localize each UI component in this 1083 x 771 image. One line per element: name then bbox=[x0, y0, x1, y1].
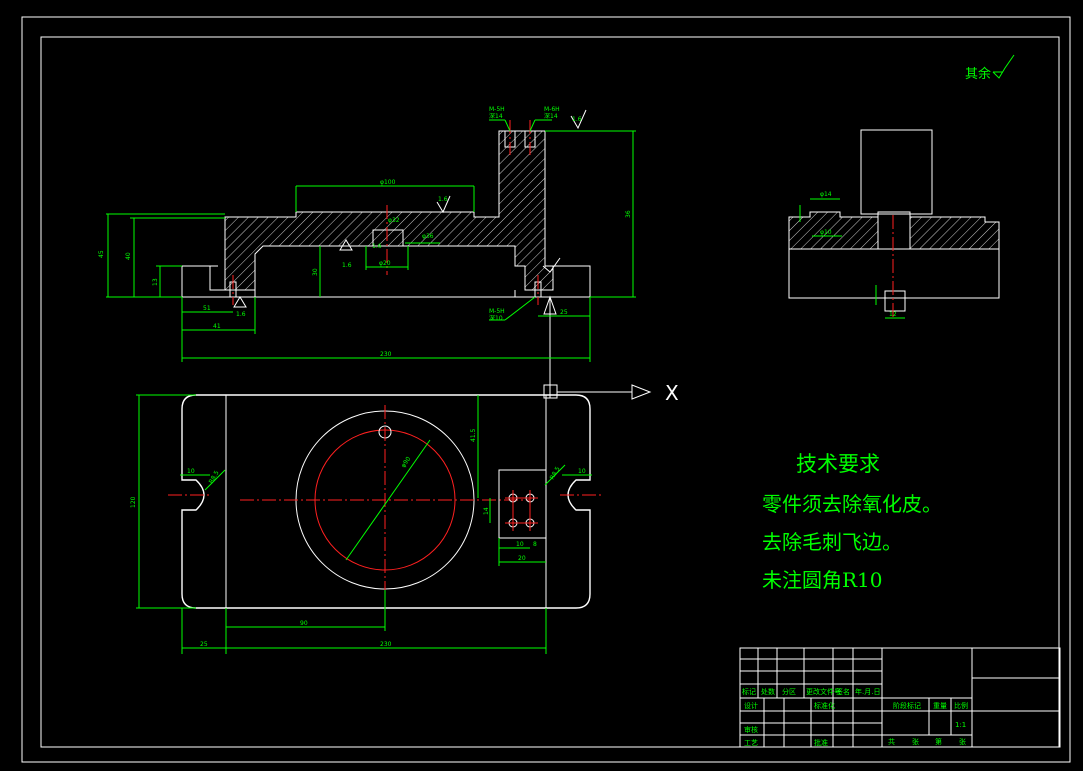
plan-slot-left: 10 bbox=[187, 468, 195, 475]
tb-review: 审核 bbox=[744, 725, 758, 734]
front-section-hatch bbox=[224, 130, 554, 291]
plan-left-25: 25 bbox=[200, 641, 208, 648]
tb-sheet-total: 共 bbox=[888, 737, 895, 746]
tb-stage: 阶段标记 bbox=[893, 701, 921, 710]
dim-height-total: 45 bbox=[98, 250, 105, 258]
tb-r1-c4: 更改文件号 bbox=[806, 687, 841, 696]
dim-right-height: 36 bbox=[625, 210, 632, 218]
dim-height-foot: 13 bbox=[152, 278, 159, 286]
plan-overall: 230 bbox=[380, 641, 392, 648]
tb-scale-value: 1:1 bbox=[955, 721, 966, 729]
roughness-center: 1.6 bbox=[342, 262, 352, 269]
tb-weight: 重量 bbox=[933, 702, 947, 710]
dim-left-41: 41 bbox=[213, 323, 221, 330]
thread-b: M-6H bbox=[544, 106, 560, 113]
plan-left-90: 90 bbox=[300, 620, 308, 627]
thread-c-depth: 深10 bbox=[489, 314, 503, 322]
tb-sheet-unit2: 张 bbox=[959, 737, 966, 746]
tb-scale: 比例 bbox=[954, 701, 968, 710]
plan-slot-right: 10 bbox=[578, 468, 586, 475]
tech-requirements: 技术要求 零件须去除氧化皮。 去除毛刺飞边。 未注圆角R10 bbox=[762, 452, 942, 592]
front-view: φ100 45 40 13 30 36 230 51 41 25 φ20 φ36 bbox=[98, 106, 636, 398]
svg-text:φ32: φ32 bbox=[388, 217, 400, 224]
plan-hole-8: 8 bbox=[533, 541, 537, 548]
tech-line-2: 去除毛刺飞边。 bbox=[762, 530, 902, 554]
tb-process: 工艺 bbox=[744, 739, 758, 747]
dim-overall-length: 230 bbox=[380, 351, 392, 358]
plan-left-r: R8.5 bbox=[208, 469, 221, 485]
tb-design: 设计 bbox=[744, 701, 758, 710]
outer-border bbox=[21, 16, 1071, 763]
thread-a-depth: 深14 bbox=[489, 112, 503, 120]
dim-left-51: 51 bbox=[203, 305, 211, 312]
plan-height: 120 bbox=[130, 496, 137, 508]
inner-border bbox=[40, 36, 1060, 748]
dim-bore: φ20 bbox=[379, 260, 391, 267]
thread-a: M-5H bbox=[489, 106, 505, 113]
tb-r1-c1: 标记 bbox=[742, 687, 756, 696]
tech-line-1: 零件须去除氧化皮。 bbox=[762, 492, 942, 516]
plan-hole-14: 14 bbox=[483, 507, 490, 515]
roughness-note-text: 其余 bbox=[965, 66, 991, 82]
side-d3: 12 bbox=[889, 311, 897, 318]
tb-r1-c3: 分区 bbox=[782, 687, 796, 696]
tb-sheet-no: 第 bbox=[935, 737, 942, 746]
view-x-arrow: X bbox=[543, 381, 679, 405]
tb-standard: 标准化 bbox=[814, 701, 835, 710]
dim-right-25: 25 bbox=[560, 309, 568, 316]
plan-hole-10: 10 bbox=[516, 541, 524, 548]
plan-right-41: 41.5 bbox=[470, 428, 477, 442]
side-d2: φ10 bbox=[820, 229, 832, 236]
plan-hole-20: 20 bbox=[518, 555, 526, 562]
roughness-note: 其余 bbox=[965, 54, 1015, 82]
tb-r1-c6: 年.月.日 bbox=[855, 687, 880, 696]
svg-text:φ36: φ36 bbox=[422, 233, 434, 240]
title-block: 标记 处数 分区 更改文件号 签名 年.月.日 设计 标准化 审核 工艺 批准 … bbox=[739, 647, 1061, 748]
tb-r1-c2: 处数 bbox=[761, 687, 775, 696]
dim-height-flange: 40 bbox=[125, 252, 132, 260]
plan-right-r: R8.5 bbox=[549, 465, 562, 481]
view-label: X bbox=[665, 381, 679, 405]
roughness-top: 1.6 bbox=[572, 116, 582, 123]
plan-view: φ90 120 25 230 90 41.5 10 10 R bbox=[130, 394, 604, 654]
side-d1: φ14 bbox=[820, 191, 832, 198]
thread-b-depth: 深14 bbox=[544, 112, 558, 120]
roughness-mid: 1.6 bbox=[438, 196, 448, 203]
dim-top-width: φ100 bbox=[380, 179, 396, 186]
tech-title: 技术要求 bbox=[796, 452, 880, 476]
tb-r1-c5: 签名 bbox=[836, 687, 850, 696]
side-view: φ14 φ10 12 bbox=[788, 129, 1000, 319]
tech-line-3: 未注圆角R10 bbox=[762, 568, 883, 592]
thread-c: M-5H bbox=[489, 308, 505, 315]
dim-height-inner: 30 bbox=[312, 268, 319, 276]
roughness-bottom: 1.6 bbox=[372, 243, 382, 250]
tb-approve: 批准 bbox=[814, 738, 828, 747]
roughness-left: 1.6 bbox=[236, 311, 246, 318]
tb-sheet-unit: 张 bbox=[912, 737, 919, 746]
